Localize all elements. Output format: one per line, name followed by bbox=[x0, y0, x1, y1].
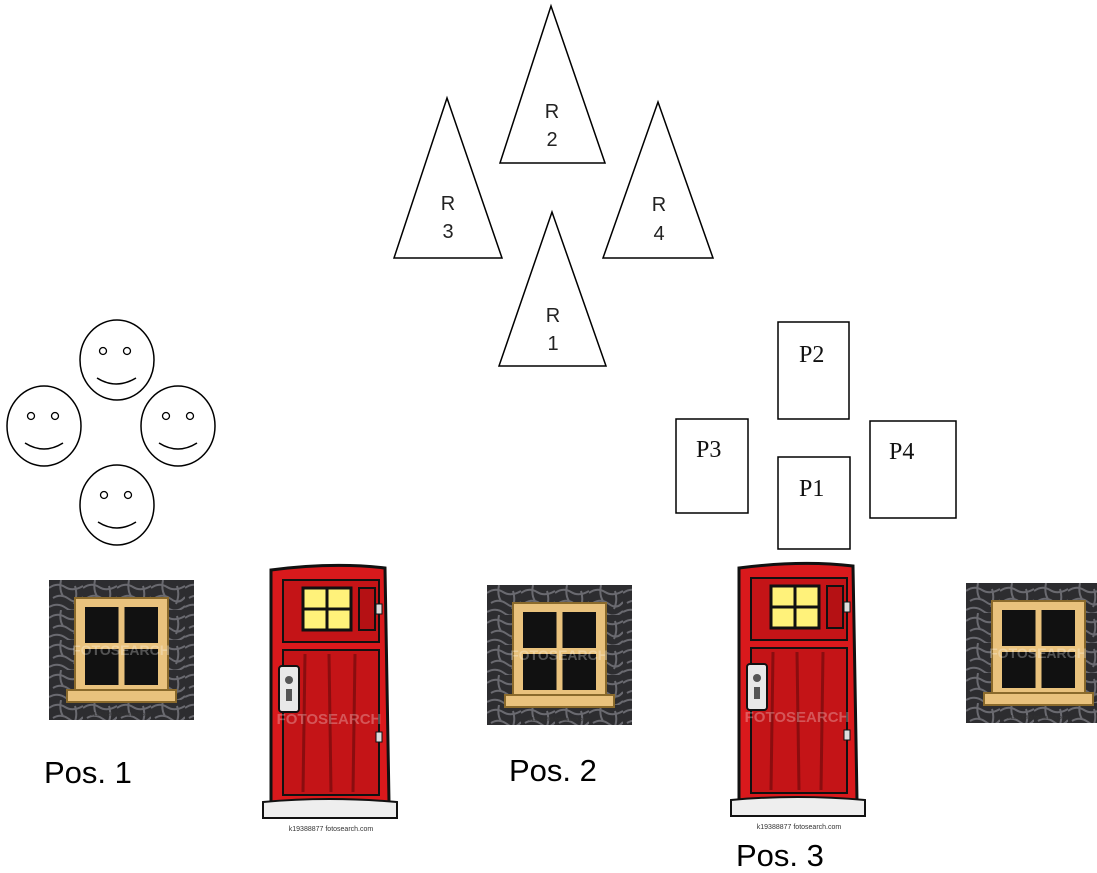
smiley-face-icon bbox=[6, 385, 82, 467]
window-picture-pos1: FOTOSEARCH k19516203 fotosearch.com bbox=[49, 580, 194, 720]
box-p3-label: P3 bbox=[696, 437, 721, 463]
triangle-r3-line1: R bbox=[441, 193, 455, 215]
box-p2: P2 bbox=[777, 321, 850, 420]
triangle-r2-line2: 2 bbox=[546, 129, 557, 151]
triangle-r2: R 2 bbox=[498, 3, 607, 164]
box-p1: P1 bbox=[777, 456, 851, 550]
smiley-face-icon bbox=[79, 319, 155, 401]
box-p4-label: P4 bbox=[889, 439, 914, 465]
triangle-r1-line1: R bbox=[546, 305, 560, 327]
window-caption: k19516203 fotosearch.com bbox=[91, 712, 151, 718]
triangle-r4: R 4 bbox=[601, 99, 715, 259]
triangle-r1: R 1 bbox=[497, 209, 608, 367]
box-p4: P4 bbox=[869, 420, 957, 519]
window-picture-pos3: FOTOSEARCH k19516203 fotosearch.com bbox=[966, 583, 1097, 723]
position-label-2: Pos. 2 bbox=[509, 753, 597, 788]
window-caption: k19516203 fotosearch.com bbox=[529, 717, 589, 723]
watermark: FOTOSEARCH bbox=[989, 645, 1087, 661]
red-door-picture-1: FOTOSEARCH k19388877 fotosearch.com bbox=[261, 563, 399, 833]
box-p3: P3 bbox=[675, 418, 749, 514]
smiley-face-icon bbox=[140, 385, 216, 467]
triangle-r3: R 3 bbox=[392, 95, 504, 259]
position-label-1: Pos. 1 bbox=[44, 755, 132, 790]
red-door-picture-2: FOTOSEARCH k19388877 fotosearch.com bbox=[729, 561, 867, 831]
triangle-r1-line2: 1 bbox=[547, 333, 558, 355]
watermark: FOTOSEARCH bbox=[277, 711, 382, 728]
triangle-r4-line1: R bbox=[652, 194, 666, 216]
smiley-face-icon bbox=[79, 464, 155, 546]
window-picture-pos2: FOTOSEARCH k19516203 fotosearch.com bbox=[487, 585, 632, 725]
triangle-r3-line2: 3 bbox=[442, 221, 453, 243]
triangle-r2-line1: R bbox=[545, 101, 559, 123]
box-p2-label: P2 bbox=[799, 342, 824, 368]
triangle-r4-line2: 4 bbox=[653, 223, 664, 245]
position-label-3: Pos. 3 bbox=[736, 838, 824, 873]
box-p1-label: P1 bbox=[799, 476, 824, 502]
door-caption: k19388877 fotosearch.com bbox=[757, 824, 842, 831]
door-caption: k19388877 fotosearch.com bbox=[289, 826, 374, 833]
watermark: FOTOSEARCH bbox=[510, 647, 608, 663]
window-caption: k19516203 fotosearch.com bbox=[1008, 715, 1068, 721]
watermark: FOTOSEARCH bbox=[72, 642, 170, 658]
watermark: FOTOSEARCH bbox=[745, 709, 850, 726]
